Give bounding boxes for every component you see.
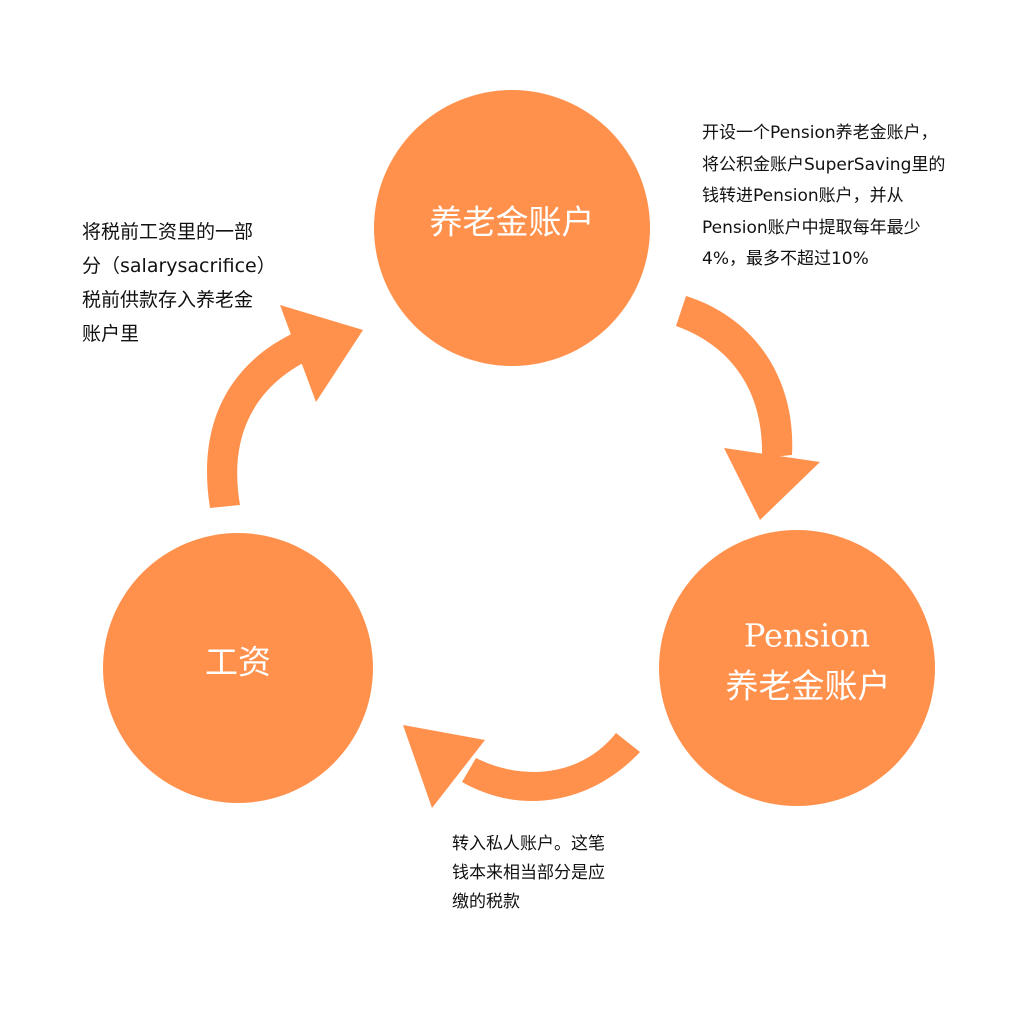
- node-pension-account-label: 养老金账户: [430, 203, 595, 242]
- annotation-line: 将公积金账户SuperSaving里的: [702, 154, 946, 175]
- annotation-line: 4%，最多不超过10%: [702, 249, 869, 269]
- annotation-line: 缴的税款: [452, 892, 520, 912]
- annotation-salary-to-pension: 将税前工资里的一部 分（salarysacrifice） 税前供款存入养老金 账…: [82, 215, 276, 351]
- node-pension-retirement-label-line2: 养老金账户: [726, 667, 891, 706]
- annotation-line: 开设一个Pension养老金账户，: [702, 123, 938, 143]
- node-pension-account-circle: [374, 90, 650, 366]
- arrow-salary-to-pension-account-head: [280, 305, 363, 402]
- annotation-line: 分（salarysacrifice）: [82, 255, 276, 277]
- arrow-pension-account-to-retirement-head: [724, 448, 820, 520]
- arrow-pension-account-to-retirement-body: [676, 296, 793, 458]
- node-pension-retirement-circle: [659, 530, 935, 806]
- annotation-retirement-to-salary: 转入私人账户。这笔 钱本来相当部分是应 缴的税款: [452, 830, 605, 917]
- arrow-salary-to-pension-account-body: [207, 330, 313, 508]
- annotation-line: 钱转进Pension账户，并从: [702, 186, 904, 206]
- annotation-line: 将税前工资里的一部: [82, 221, 254, 243]
- annotation-pension-to-retirement: 开设一个Pension养老金账户， 将公积金账户SuperSaving里的 钱转…: [702, 118, 945, 276]
- annotation-line: 转入私人账户。这笔: [452, 834, 605, 854]
- node-salary-circle: [103, 533, 373, 803]
- arrow-pension-account-to-retirement: [676, 296, 820, 520]
- node-salary-label: 工资: [205, 643, 271, 682]
- arrow-retirement-to-salary-head: [403, 725, 485, 808]
- arrow-retirement-to-salary: [403, 725, 640, 808]
- annotation-line: Pension账户中提取每年最少: [702, 217, 921, 238]
- annotation-line: 税前供款存入养老金: [82, 289, 254, 311]
- annotation-line: 账户里: [82, 323, 140, 345]
- node-salary: 工资: [103, 533, 373, 803]
- arrow-retirement-to-salary-body: [462, 733, 640, 801]
- node-pension-account: 养老金账户: [374, 90, 650, 366]
- annotation-line: 钱本来相当部分是应: [452, 863, 605, 883]
- arrow-salary-to-pension-account: [207, 305, 363, 508]
- node-pension-retirement: Pension 养老金账户: [659, 530, 935, 806]
- node-pension-retirement-label-line1: Pension: [744, 617, 870, 655]
